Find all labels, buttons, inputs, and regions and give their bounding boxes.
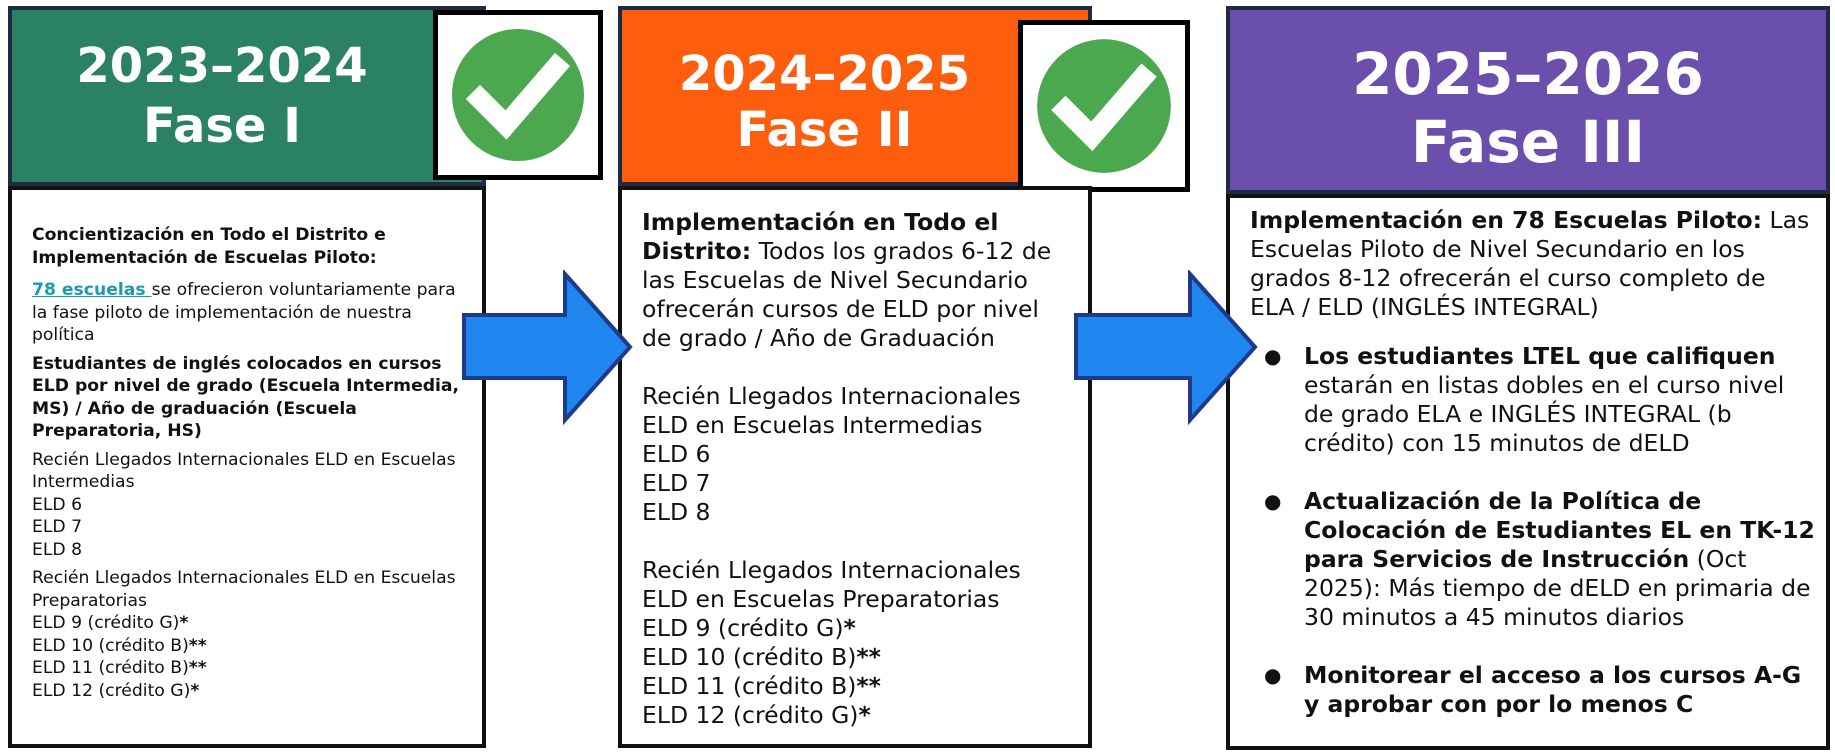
phase-2-panel: Implementación en Todo el Distrito: Todo… xyxy=(618,186,1092,748)
phase-2-ms-course: ELD 6 xyxy=(642,440,711,468)
phase-2-title: Fase II xyxy=(736,102,913,158)
phase-1-schools-link[interactable]: 78 escuelas xyxy=(32,280,152,300)
phase-3-intro-text: Las Escuelas Piloto de Nivel Secundario … xyxy=(1250,206,1810,321)
phase-3-year: 2025–2026 xyxy=(1352,40,1704,108)
phase-1-ms-course: ELD 8 xyxy=(32,539,83,560)
phase-1-hs-course: ELD 9 (crédito G)* xyxy=(32,613,189,633)
phase-2-header: 2024–2025 Fase II xyxy=(618,6,1092,186)
phase-2-heading: Implementación en Todo el Distrito: xyxy=(642,208,999,265)
phase-1-hs-course: ELD 11 (crédito B)** xyxy=(32,658,207,678)
phase-2-intro: Implementación en Todo el Distrito: Todo… xyxy=(642,208,1072,353)
phase-2-ms-intro: Recién Llegados Internacionales ELD en E… xyxy=(642,382,1021,439)
phase-2-intro-text: Todos los grados 6-12 de las Escuelas de… xyxy=(642,237,1052,352)
bullet-dot-icon: ● xyxy=(1264,344,1282,368)
bullet-dot-icon: ● xyxy=(1264,663,1282,687)
phase-2-hs-course: ELD 10 (crédito B)** xyxy=(642,643,881,671)
phase-1-complete-check-icon xyxy=(433,10,603,180)
phase-1-intro: 78 escuelas se ofrecieron voluntariament… xyxy=(32,279,464,347)
phase-3-heading: Implementación en 78 Escuelas Piloto: xyxy=(1250,206,1763,234)
phase-2-ms-course: ELD 7 xyxy=(642,469,711,497)
phase-3-title: Fase III xyxy=(1410,108,1646,176)
phase-1-header: 2023–2024 Fase I xyxy=(8,6,486,186)
phase-2-hs-course: ELD 12 (crédito G)* xyxy=(642,701,871,729)
phase-2-ms-course: ELD 8 xyxy=(642,498,711,526)
phase-2-hs-course: ELD 11 (crédito B)** xyxy=(642,672,881,700)
phase-1-to-2-arrow-icon xyxy=(462,270,633,425)
phase-1-subheading: Estudiantes de inglés colocados en curso… xyxy=(32,353,460,442)
phase-3-intro: Implementación en 78 Escuelas Piloto: La… xyxy=(1250,206,1816,322)
phase-3-header: 2025–2026 Fase III xyxy=(1226,6,1830,194)
phase-3-bullet-list: ● Los estudiantes LTEL que califiquen es… xyxy=(1250,342,1816,719)
phase-1-ms-course: ELD 6 xyxy=(32,494,83,515)
phase-1-hs-course: ELD 12 (crédito G)* xyxy=(32,680,200,701)
phase-3-bullet: ● Los estudiantes LTEL que califiquen es… xyxy=(1264,342,1785,457)
phase-3-bullet: ● Monitorear el acceso a los cursos A-G … xyxy=(1264,661,1802,718)
phase-1-title: Fase I xyxy=(142,98,302,154)
phase-2-hs-intro: Recién Llegados Internacionales ELD en E… xyxy=(642,556,1021,613)
phase-1-ms-course: ELD 7 xyxy=(32,517,83,537)
phase-1-ms-intro: Recién Llegados Internacionales ELD en E… xyxy=(32,449,456,493)
phase-1-hs-intro: Recién Llegados Internacionales ELD en E… xyxy=(32,568,456,611)
phase-1-panel: Concientización en Todo el Distrito e Im… xyxy=(8,186,486,748)
phase-2-to-3-arrow-icon xyxy=(1074,270,1258,425)
bullet-dot-icon: ● xyxy=(1264,489,1282,513)
phase-1-intro-text: se ofrecieron voluntariamente para la fa… xyxy=(32,280,456,345)
phase-2-hs-course: ELD 9 (crédito G)* xyxy=(642,614,856,642)
phase-3-panel: Implementación en 78 Escuelas Piloto: La… xyxy=(1226,194,1830,750)
phase-1-hs-course: ELD 10 (crédito B)** xyxy=(32,635,207,656)
phase-3-bullet: ● Actualización de la Política de Coloca… xyxy=(1264,487,1815,631)
phase-1-heading: Concientización en Todo el Distrito e Im… xyxy=(32,225,386,268)
phase-2-year: 2024–2025 xyxy=(678,46,971,102)
phase-2-complete-check-icon xyxy=(1018,20,1190,192)
phase-1-year: 2023–2024 xyxy=(76,38,368,94)
